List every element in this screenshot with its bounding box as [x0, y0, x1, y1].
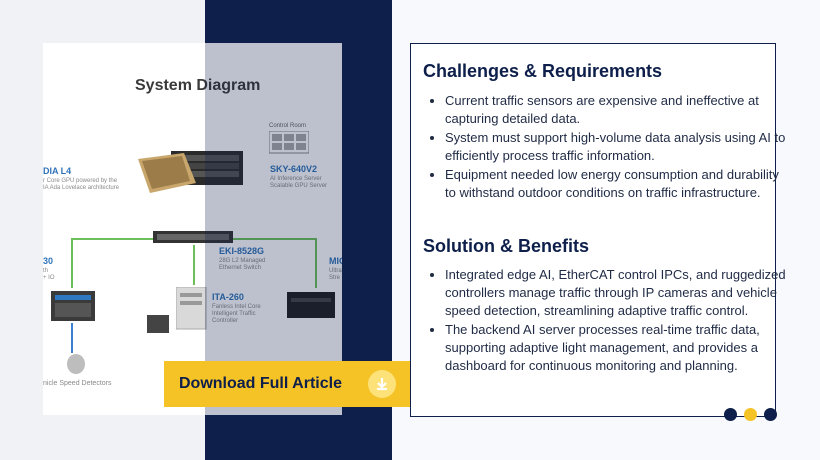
list-item: Equipment needed low energy consumption …: [445, 166, 791, 202]
list-item: Integrated edge AI, EtherCAT control IPC…: [445, 266, 791, 320]
eki-sub2: Ethernet Switch: [219, 265, 262, 271]
eki-label: EKI-8528G: [219, 246, 265, 256]
chip-device: [147, 315, 169, 333]
dot: [744, 408, 757, 421]
connection-line: [193, 245, 195, 285]
list-item: System must support high-volume data ana…: [445, 129, 791, 165]
speed-detector-label: nicle Speed Detectors: [43, 380, 112, 387]
connection-line: [71, 238, 153, 240]
diagram-overlay: [205, 43, 342, 415]
sky-sub2: Scalable GPU Server: [270, 183, 328, 189]
nvidia-sub1: r Core GPU powered by the: [43, 178, 118, 184]
ethernet-switch-device: [153, 231, 233, 243]
challenges-list: Current traffic sensors are expensive an…: [423, 92, 791, 203]
ita-sub3: Controller: [212, 318, 239, 324]
traffic-controller-device: [176, 287, 207, 330]
challenges-title: Challenges & Requirements: [423, 61, 663, 81]
gpu-card-device: [138, 153, 196, 193]
mic-device: [287, 292, 335, 318]
nvidia-label: DIA L4: [43, 166, 72, 176]
download-article-button[interactable]: Download Full Article: [164, 361, 410, 407]
mic-sub2: Stre: [329, 275, 341, 281]
download-icon: [368, 370, 396, 398]
ita-label: ITA-260: [212, 292, 244, 302]
mic-label: MIC: [329, 256, 342, 266]
dot: [724, 408, 737, 421]
mic-sub1: Ultra: [329, 268, 342, 274]
diagram-title: System Diagram: [135, 77, 261, 94]
pagination-dots: [724, 408, 777, 421]
control-room-label: Control Room: [269, 123, 307, 129]
solution-title: Solution & Benefits: [423, 236, 589, 256]
control-room-screens: [269, 131, 309, 154]
connection-line: [71, 323, 73, 353]
system-diagram-image: System Diagram DIA L4 r Core GPU powered…: [43, 43, 342, 415]
left-node-sub2: + IO: [43, 275, 55, 281]
ita-sub1: Fanless Intel Core: [212, 304, 261, 310]
dot: [764, 408, 777, 421]
download-button-label: Download Full Article: [179, 375, 342, 392]
left-node-sub1: th: [43, 268, 49, 274]
eki-sub1: 28G L2 Managed: [219, 258, 266, 264]
left-node-label: 30: [43, 256, 54, 266]
solution-list: Integrated edge AI, EtherCAT control IPC…: [423, 266, 791, 376]
connection-line: [233, 238, 315, 240]
control-ipc-device: [51, 291, 95, 321]
sky-sub1: AI Inference Server: [270, 176, 322, 182]
list-item: The backend AI server processes real-tim…: [445, 321, 791, 375]
list-item: Current traffic sensors are expensive an…: [445, 92, 791, 128]
connection-line: [71, 238, 73, 288]
speed-detector-device: [67, 354, 85, 374]
article-panel: Challenges & Requirements Current traffi…: [410, 43, 786, 417]
sky-label: SKY-640V2: [270, 164, 318, 174]
nvidia-sub2: IA Ada Lovelace architecture: [43, 185, 120, 191]
ita-sub2: Intelligent Traffic: [212, 311, 256, 317]
connection-line: [315, 238, 317, 288]
